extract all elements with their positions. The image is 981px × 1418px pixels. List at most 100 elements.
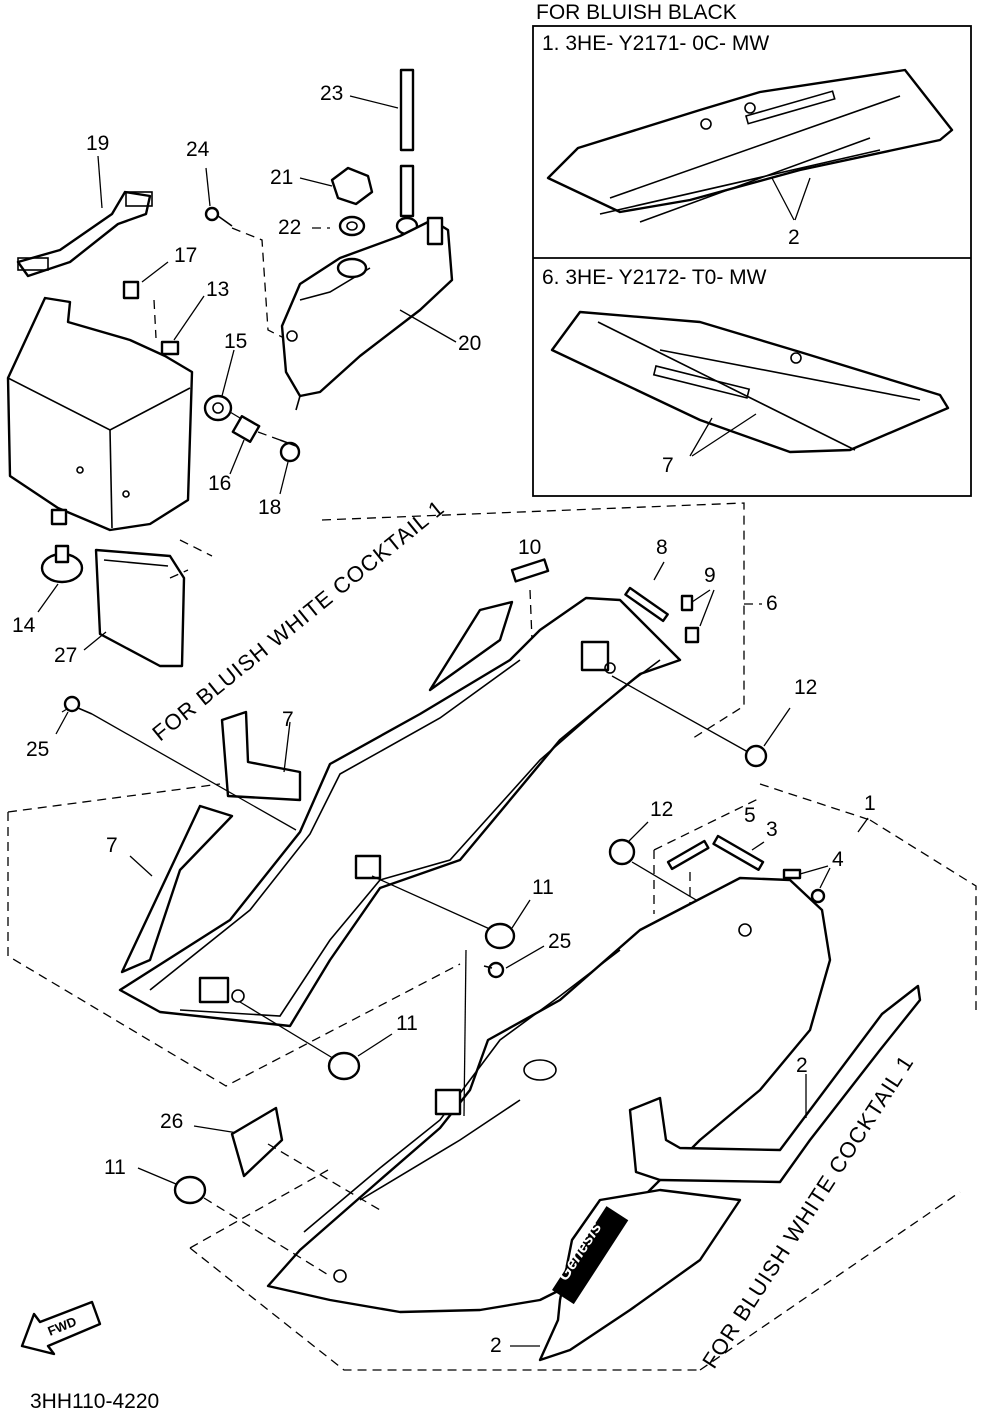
collar-16 bbox=[231, 415, 261, 443]
leader-21 bbox=[299, 177, 333, 187]
dashed-group-lower bbox=[189, 1169, 961, 1371]
label-3: 3 bbox=[766, 818, 778, 841]
clip-9b bbox=[684, 626, 700, 644]
trim-2-upper bbox=[628, 984, 922, 1184]
label-20: 20 bbox=[458, 332, 481, 355]
dash-10 bbox=[529, 589, 533, 641]
side-cover-1-drawing bbox=[546, 68, 954, 223]
panel-6-part-number: 6. 3HE- Y2172- T0- MW bbox=[542, 266, 767, 289]
reservoir-tank-20 bbox=[280, 216, 454, 411]
label-17: 17 bbox=[174, 244, 197, 267]
bolt-18 bbox=[279, 439, 301, 463]
leader-1 bbox=[857, 817, 869, 833]
breather-hose-23 bbox=[395, 68, 419, 236]
leader-25a bbox=[55, 711, 69, 735]
label-12b: 12 bbox=[650, 798, 673, 821]
leader-11a bbox=[511, 899, 531, 929]
screw-25b bbox=[483, 961, 505, 979]
battery-cover-27 bbox=[94, 548, 186, 668]
dash-17 bbox=[153, 299, 157, 339]
screw-25a bbox=[63, 695, 93, 715]
leader-p1-2 bbox=[771, 177, 811, 221]
label-24: 24 bbox=[186, 138, 210, 161]
grommet-12a bbox=[744, 744, 768, 768]
leader-12a bbox=[763, 707, 791, 747]
clip-4b bbox=[810, 888, 826, 904]
label-19: 19 bbox=[86, 132, 109, 155]
battery-box bbox=[6, 296, 194, 532]
leader-4 bbox=[799, 865, 831, 889]
leader-11c bbox=[137, 1167, 177, 1185]
leader-3 bbox=[751, 841, 765, 851]
label-26: 26 bbox=[160, 1110, 183, 1133]
line-12a bbox=[611, 675, 749, 753]
dash-27 bbox=[169, 539, 213, 579]
side-cover-6-main bbox=[118, 596, 682, 1028]
leader-27 bbox=[83, 631, 107, 651]
label-6: 6 bbox=[766, 592, 778, 615]
leader-23 bbox=[349, 83, 408, 109]
dashed-group-1 bbox=[7, 783, 977, 1087]
leader-18 bbox=[279, 461, 289, 495]
clip-13 bbox=[160, 340, 180, 356]
label-14: 14 bbox=[12, 614, 36, 637]
cover-flap-7b bbox=[220, 710, 302, 802]
leader-8 bbox=[653, 561, 665, 581]
label-4: 4 bbox=[832, 848, 844, 871]
emblem-10 bbox=[510, 558, 550, 583]
label-8: 8 bbox=[656, 536, 668, 559]
note-bluish-white-upper: FOR BLUISH WHITE COCKTAIL 1 bbox=[147, 495, 449, 746]
leader-12b bbox=[627, 821, 649, 843]
battery-strap-19 bbox=[16, 190, 153, 278]
clip-9a bbox=[680, 594, 694, 612]
leader-9 bbox=[691, 589, 715, 627]
label-21: 21 bbox=[270, 166, 293, 189]
line-11a bbox=[371, 875, 493, 931]
label-25a: 25 bbox=[26, 738, 49, 761]
label-15: 15 bbox=[224, 330, 247, 353]
clip-17 bbox=[122, 280, 140, 300]
tape-8 bbox=[624, 586, 669, 623]
leader-13 bbox=[173, 295, 205, 341]
diagram-code: 3HH110-4220 bbox=[30, 1390, 159, 1413]
label-27: 27 bbox=[54, 644, 77, 667]
label-5: 5 bbox=[744, 804, 756, 827]
label-18: 18 bbox=[258, 496, 281, 519]
leader-24 bbox=[205, 167, 211, 207]
dash-11c bbox=[203, 1197, 331, 1277]
line-25a bbox=[91, 713, 297, 831]
grommet-12b bbox=[608, 838, 636, 866]
label-11b: 11 bbox=[396, 1012, 418, 1035]
label-7b: 7 bbox=[106, 834, 118, 857]
label-7a: 7 bbox=[282, 708, 294, 731]
grommet-11a bbox=[484, 922, 516, 950]
cover-flap-7a bbox=[120, 804, 234, 974]
label-12a: 12 bbox=[794, 676, 817, 699]
connector-15-16 bbox=[229, 411, 241, 419]
side-cover-6-drawing bbox=[550, 310, 950, 454]
label-1: 1 bbox=[864, 792, 876, 815]
leader-17 bbox=[141, 261, 169, 283]
inset-frame bbox=[532, 25, 972, 497]
label-13: 13 bbox=[206, 278, 229, 301]
mount-line bbox=[463, 949, 467, 1117]
leader-14 bbox=[37, 583, 59, 613]
label-2a: 2 bbox=[796, 1054, 808, 1077]
label-22: 22 bbox=[278, 216, 301, 239]
grommet-15 bbox=[203, 394, 233, 422]
leader-p6-7 bbox=[689, 413, 757, 457]
leader-16 bbox=[229, 439, 245, 475]
reflector-26 bbox=[230, 1106, 284, 1178]
label-p1-2: 2 bbox=[788, 226, 800, 249]
grommet-11b bbox=[327, 1051, 361, 1081]
side-cover-1-main bbox=[266, 876, 832, 1314]
damper-14 bbox=[40, 544, 84, 584]
label-23: 23 bbox=[320, 82, 343, 105]
dash-16-18 bbox=[257, 431, 281, 441]
tape-5 bbox=[666, 839, 710, 871]
label-p6-7: 7 bbox=[662, 454, 674, 477]
leader-7a bbox=[283, 721, 291, 773]
leader-20 bbox=[399, 309, 457, 343]
leader-7b bbox=[129, 855, 153, 877]
tape-3 bbox=[712, 834, 765, 871]
